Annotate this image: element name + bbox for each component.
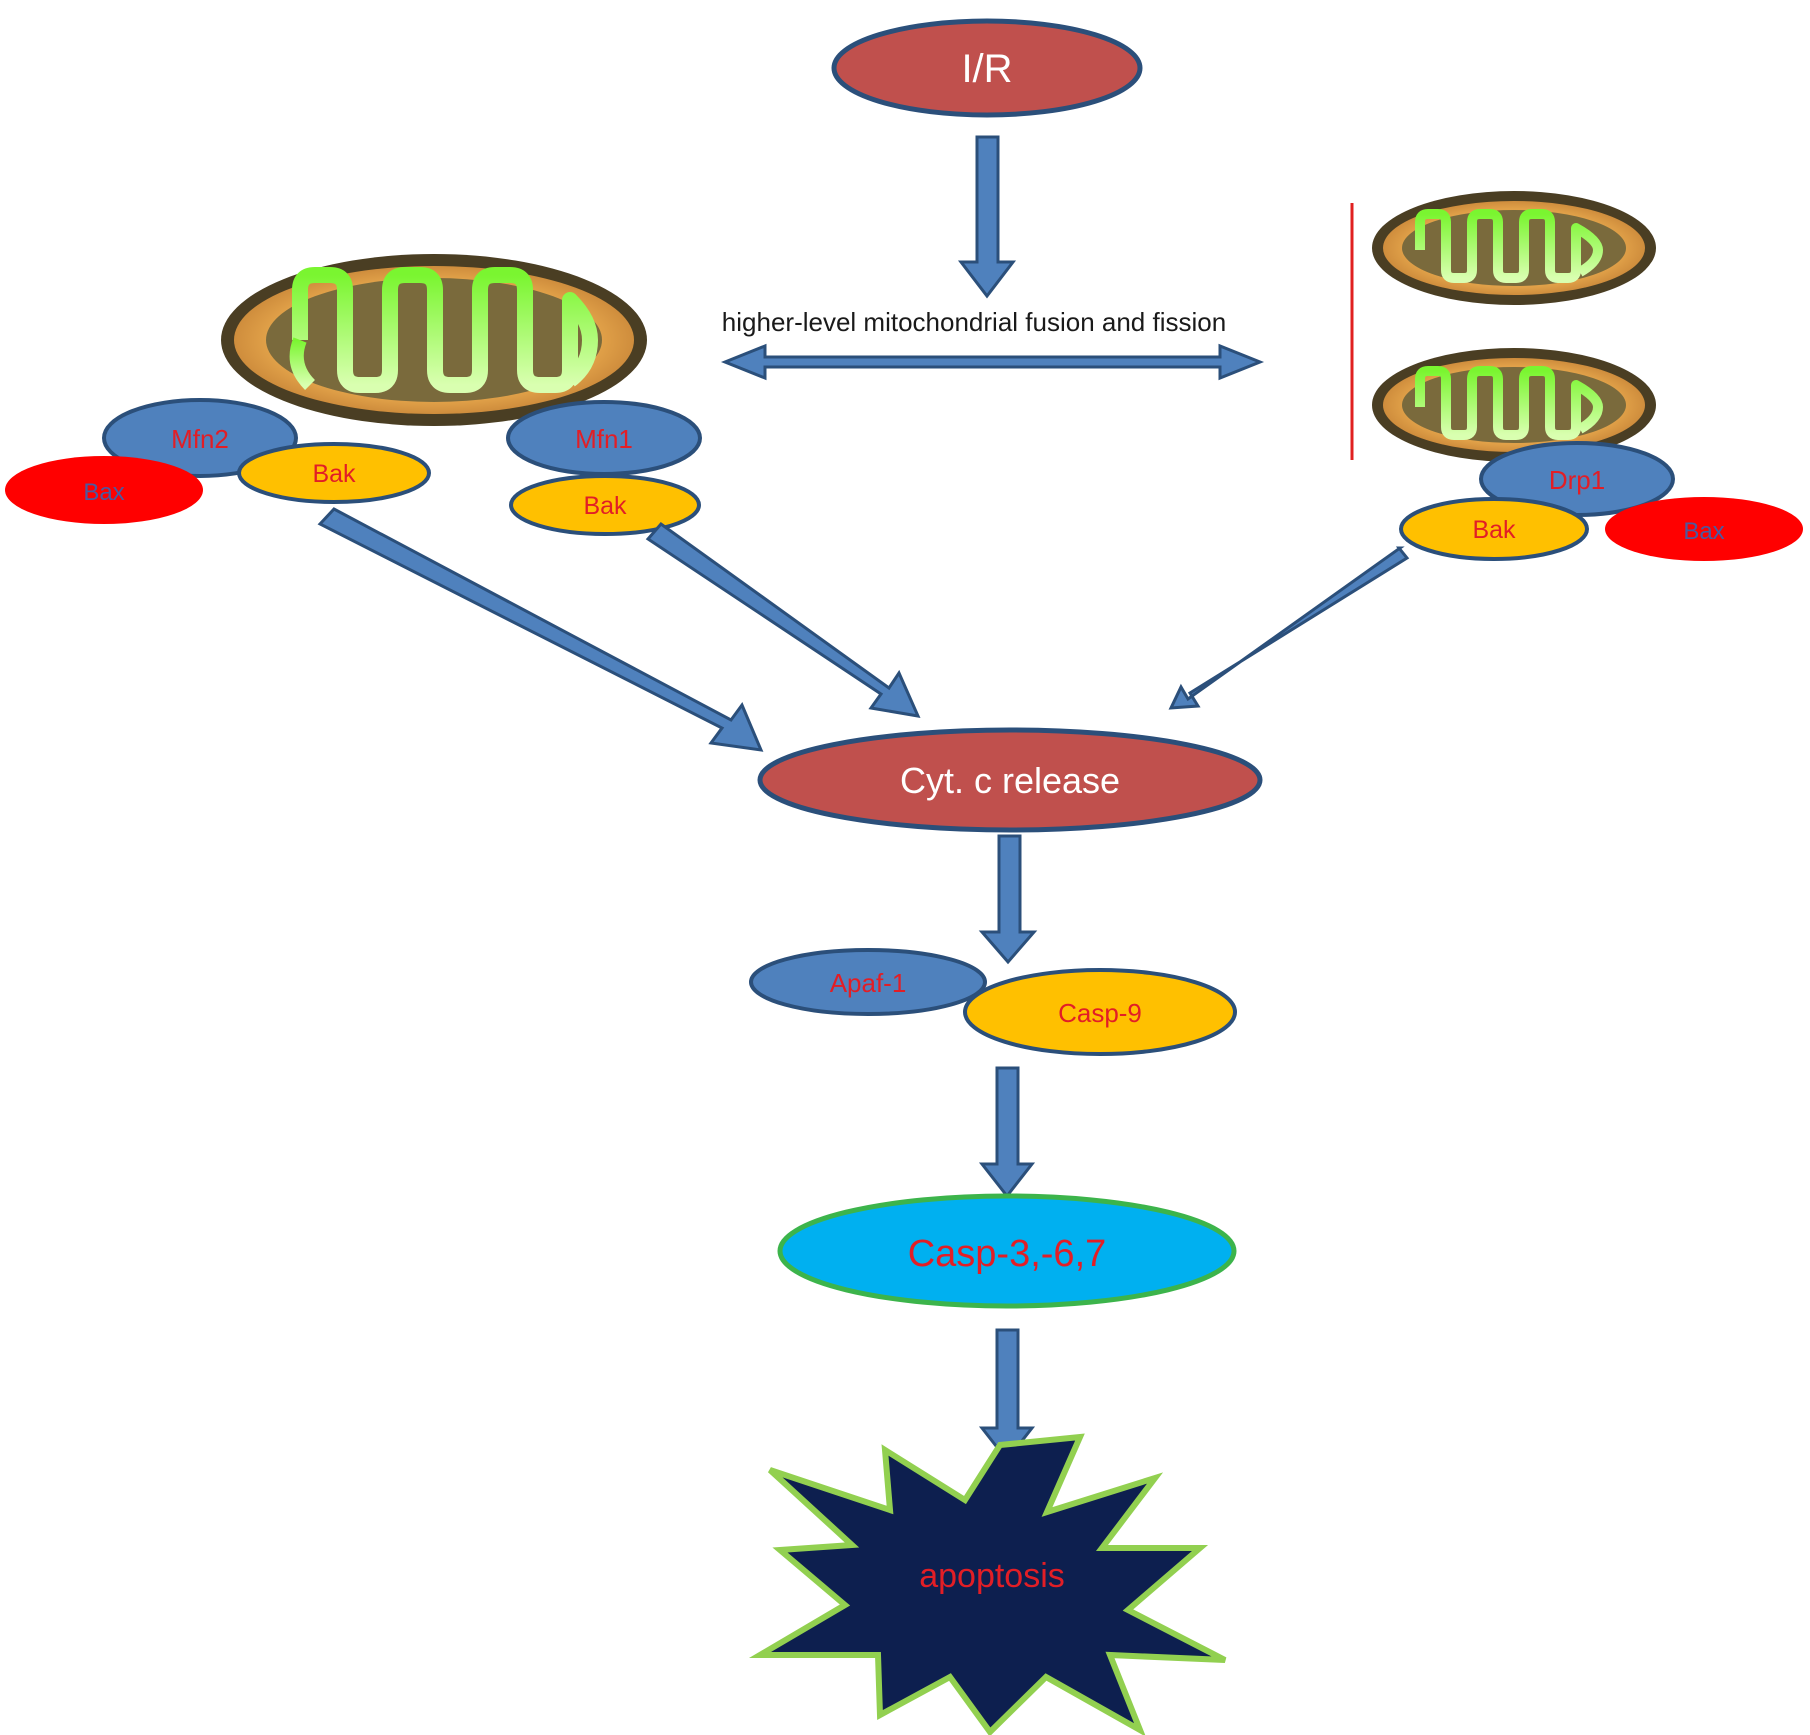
mitochondrion-small-icon	[1372, 348, 1656, 462]
ir-label: I/R	[961, 47, 1012, 91]
mfn1-protein: Mfn1	[506, 400, 702, 476]
arrow-cytc-down	[978, 834, 1038, 965]
arrow-mid-to-cytc	[645, 521, 921, 718]
bax-protein-right: Bax	[1605, 497, 1803, 561]
bak-protein-right: Bak	[1399, 497, 1589, 561]
svg-text:Bak: Bak	[583, 492, 627, 520]
svg-text:Bax: Bax	[1683, 518, 1724, 545]
svg-text:Apaf-1: Apaf-1	[830, 968, 907, 998]
svg-text:Cyt. c release: Cyt. c release	[900, 760, 1120, 801]
arrow-right-to-cytc	[1168, 546, 1410, 710]
ir-node: I/R	[831, 18, 1143, 118]
svg-text:Bak: Bak	[312, 460, 356, 488]
mitochondrion-small-icon	[1372, 191, 1656, 305]
svg-text:Drp1: Drp1	[1549, 465, 1605, 495]
cytc-release-node: Cyt. c release	[757, 727, 1263, 833]
svg-text:Casp-3,-6,7: Casp-3,-6,7	[908, 1233, 1107, 1275]
casp9-protein: Casp-9	[963, 968, 1237, 1056]
mfn2-protein: Mfn2	[102, 398, 298, 478]
arrow-casp9-down	[978, 1066, 1036, 1199]
fusion-fission-label: higher-level mitochondrial fusion and fi…	[722, 307, 1226, 337]
apaf1-protein: Apaf-1	[749, 948, 987, 1016]
casp367-node: Casp-3,-6,7	[777, 1193, 1237, 1309]
svg-text:Casp-9: Casp-9	[1058, 998, 1142, 1028]
drp1-protein: Drp1	[1479, 441, 1675, 517]
bax-protein-left: Bax	[5, 456, 203, 524]
arrow-ir-down	[957, 135, 1017, 299]
apoptosis-label: apoptosis	[919, 1557, 1065, 1595]
svg-text:Mfn2: Mfn2	[171, 424, 229, 454]
arrow-left-to-cytc	[317, 507, 764, 752]
bak-protein-mid: Bak	[509, 474, 701, 536]
svg-text:Bax: Bax	[83, 479, 124, 506]
bak-protein-left: Bak	[237, 442, 431, 504]
apoptosis-starburst-icon: apoptosis	[748, 1433, 1227, 1735]
svg-text:Bak: Bak	[1472, 516, 1516, 544]
fusion-fission-double-arrow	[720, 343, 1265, 381]
svg-text:Mfn1: Mfn1	[575, 424, 633, 454]
mitochondrion-large-icon	[221, 254, 647, 426]
